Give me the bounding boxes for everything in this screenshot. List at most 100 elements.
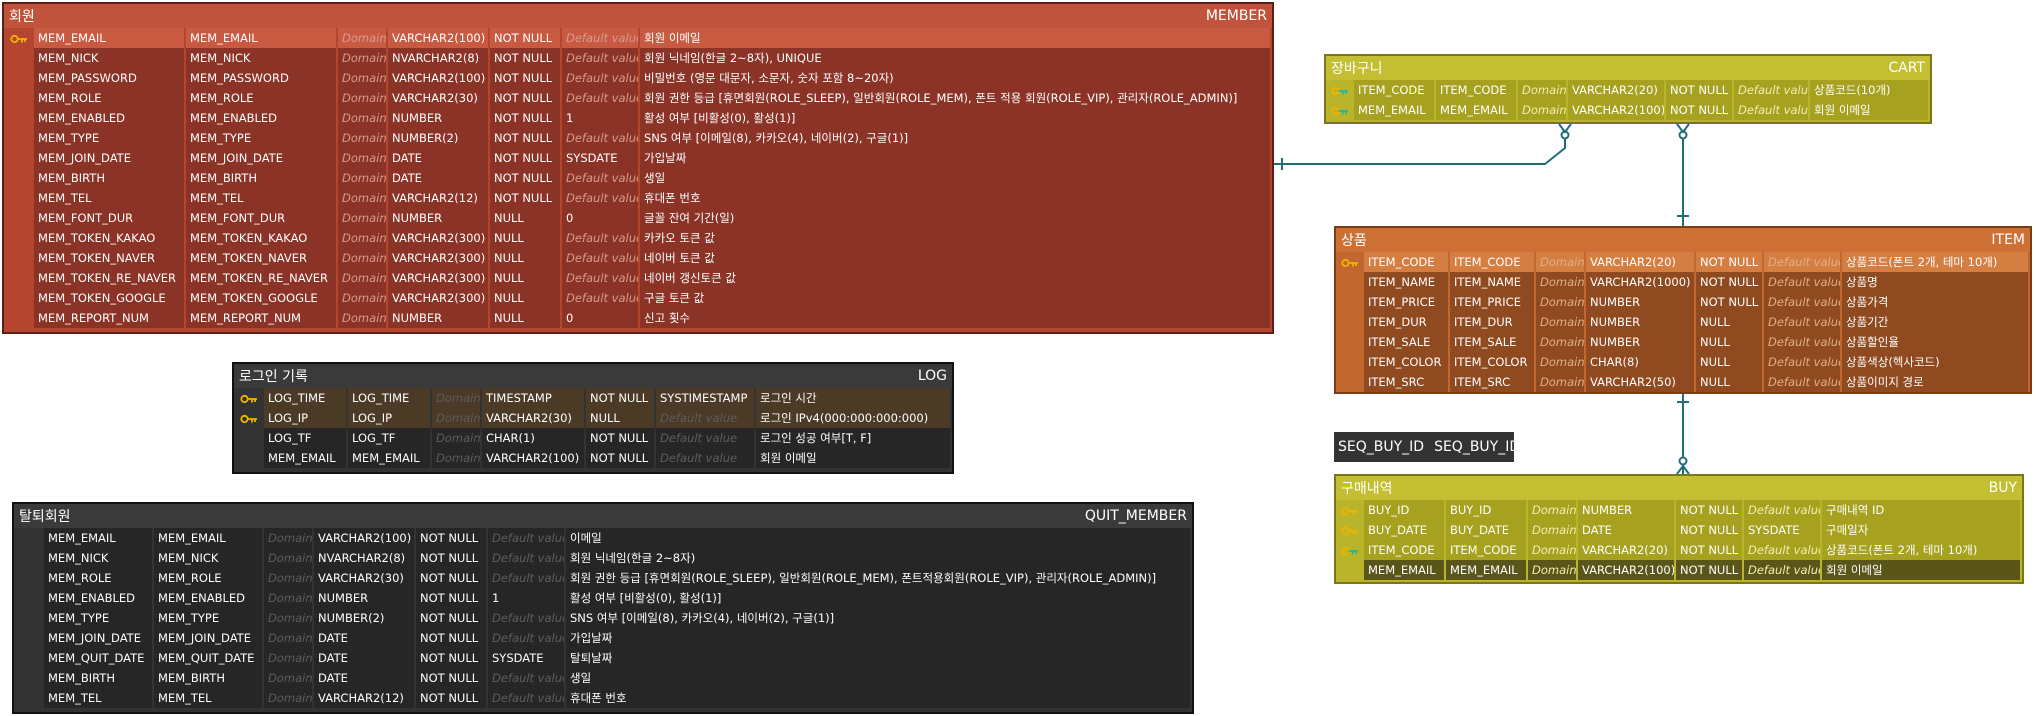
table-header[interactable]: 로그인 기록 LOG — [234, 364, 952, 388]
table-header[interactable]: 탈퇴회원 QUIT_MEMBER — [14, 504, 1192, 528]
key-cell — [16, 528, 42, 548]
table-header[interactable]: 상품 ITEM — [1336, 228, 2030, 252]
table-logical-name: 상품 — [1341, 233, 1367, 249]
column-domain: Domain — [338, 208, 386, 228]
column-default: Default value — [656, 428, 754, 448]
table-physical-name: QUIT_MEMBER — [1084, 508, 1187, 524]
column-physical-name: MEM_PASSWORD — [186, 68, 336, 88]
table-header[interactable]: 장바구니 CART — [1326, 56, 1930, 80]
column-default: Default value — [562, 128, 638, 148]
column-logical-name: ITEM_CODE — [1364, 252, 1448, 272]
column-data-type: VARCHAR2(300) — [388, 268, 488, 288]
column-physical-name: MEM_TOKEN_GOOGLE — [186, 288, 336, 308]
column-domain: Domain — [1536, 332, 1584, 352]
table-physical-name: LOG — [917, 368, 947, 384]
column-logical-name: MEM_EMAIL — [34, 28, 184, 48]
column-logical-name: MEM_ROLE — [34, 88, 184, 108]
column-default: SYSDATE — [488, 648, 564, 668]
column-comment: 가입날짜 — [640, 148, 1270, 168]
column-nullable: NOT NULL — [1696, 252, 1762, 272]
key-cell — [1328, 80, 1352, 100]
column-logical-name: ITEM_SRC — [1364, 372, 1448, 392]
column-default: Default value — [1764, 332, 1840, 352]
column-domain: Domain — [432, 408, 480, 428]
column-logical-name: MEM_ENABLED — [34, 108, 184, 128]
column-data-type: VARCHAR2(30) — [482, 408, 584, 428]
key-cell — [1338, 292, 1362, 312]
column-nullable: NULL — [490, 288, 560, 308]
column-physical-name: ITEM_PRICE — [1450, 292, 1534, 312]
table-header[interactable]: 구매내역 BUY — [1336, 476, 2022, 500]
key-cell — [6, 208, 32, 228]
column-comment: 상품코드(폰트 2개, 테마 10개) — [1822, 540, 2020, 560]
column-data-type: VARCHAR2(12) — [388, 188, 488, 208]
column-nullable: NULL — [490, 268, 560, 288]
column-domain: Domain — [264, 648, 312, 668]
column-data-type: VARCHAR2(300) — [388, 248, 488, 268]
column-comment: 구글 토큰 값 — [640, 288, 1270, 308]
column-data-type: VARCHAR2(100) — [1578, 560, 1674, 580]
column-domain: Domain — [1528, 560, 1576, 580]
key-cell — [1338, 312, 1362, 332]
column-physical-name: MEM_JOIN_DATE — [154, 628, 262, 648]
column-default: Default value — [1764, 272, 1840, 292]
key-cell — [6, 308, 32, 328]
key-cell — [16, 548, 42, 568]
column-logical-name: MEM_ROLE — [44, 568, 152, 588]
column-nullable: NOT NULL — [1676, 500, 1742, 520]
table-header[interactable]: 회원 MEMBER — [4, 4, 1272, 28]
column-physical-name: MEM_BIRTH — [186, 168, 336, 188]
column-domain: Domain — [1528, 500, 1576, 520]
column-default: Default value — [656, 408, 754, 428]
